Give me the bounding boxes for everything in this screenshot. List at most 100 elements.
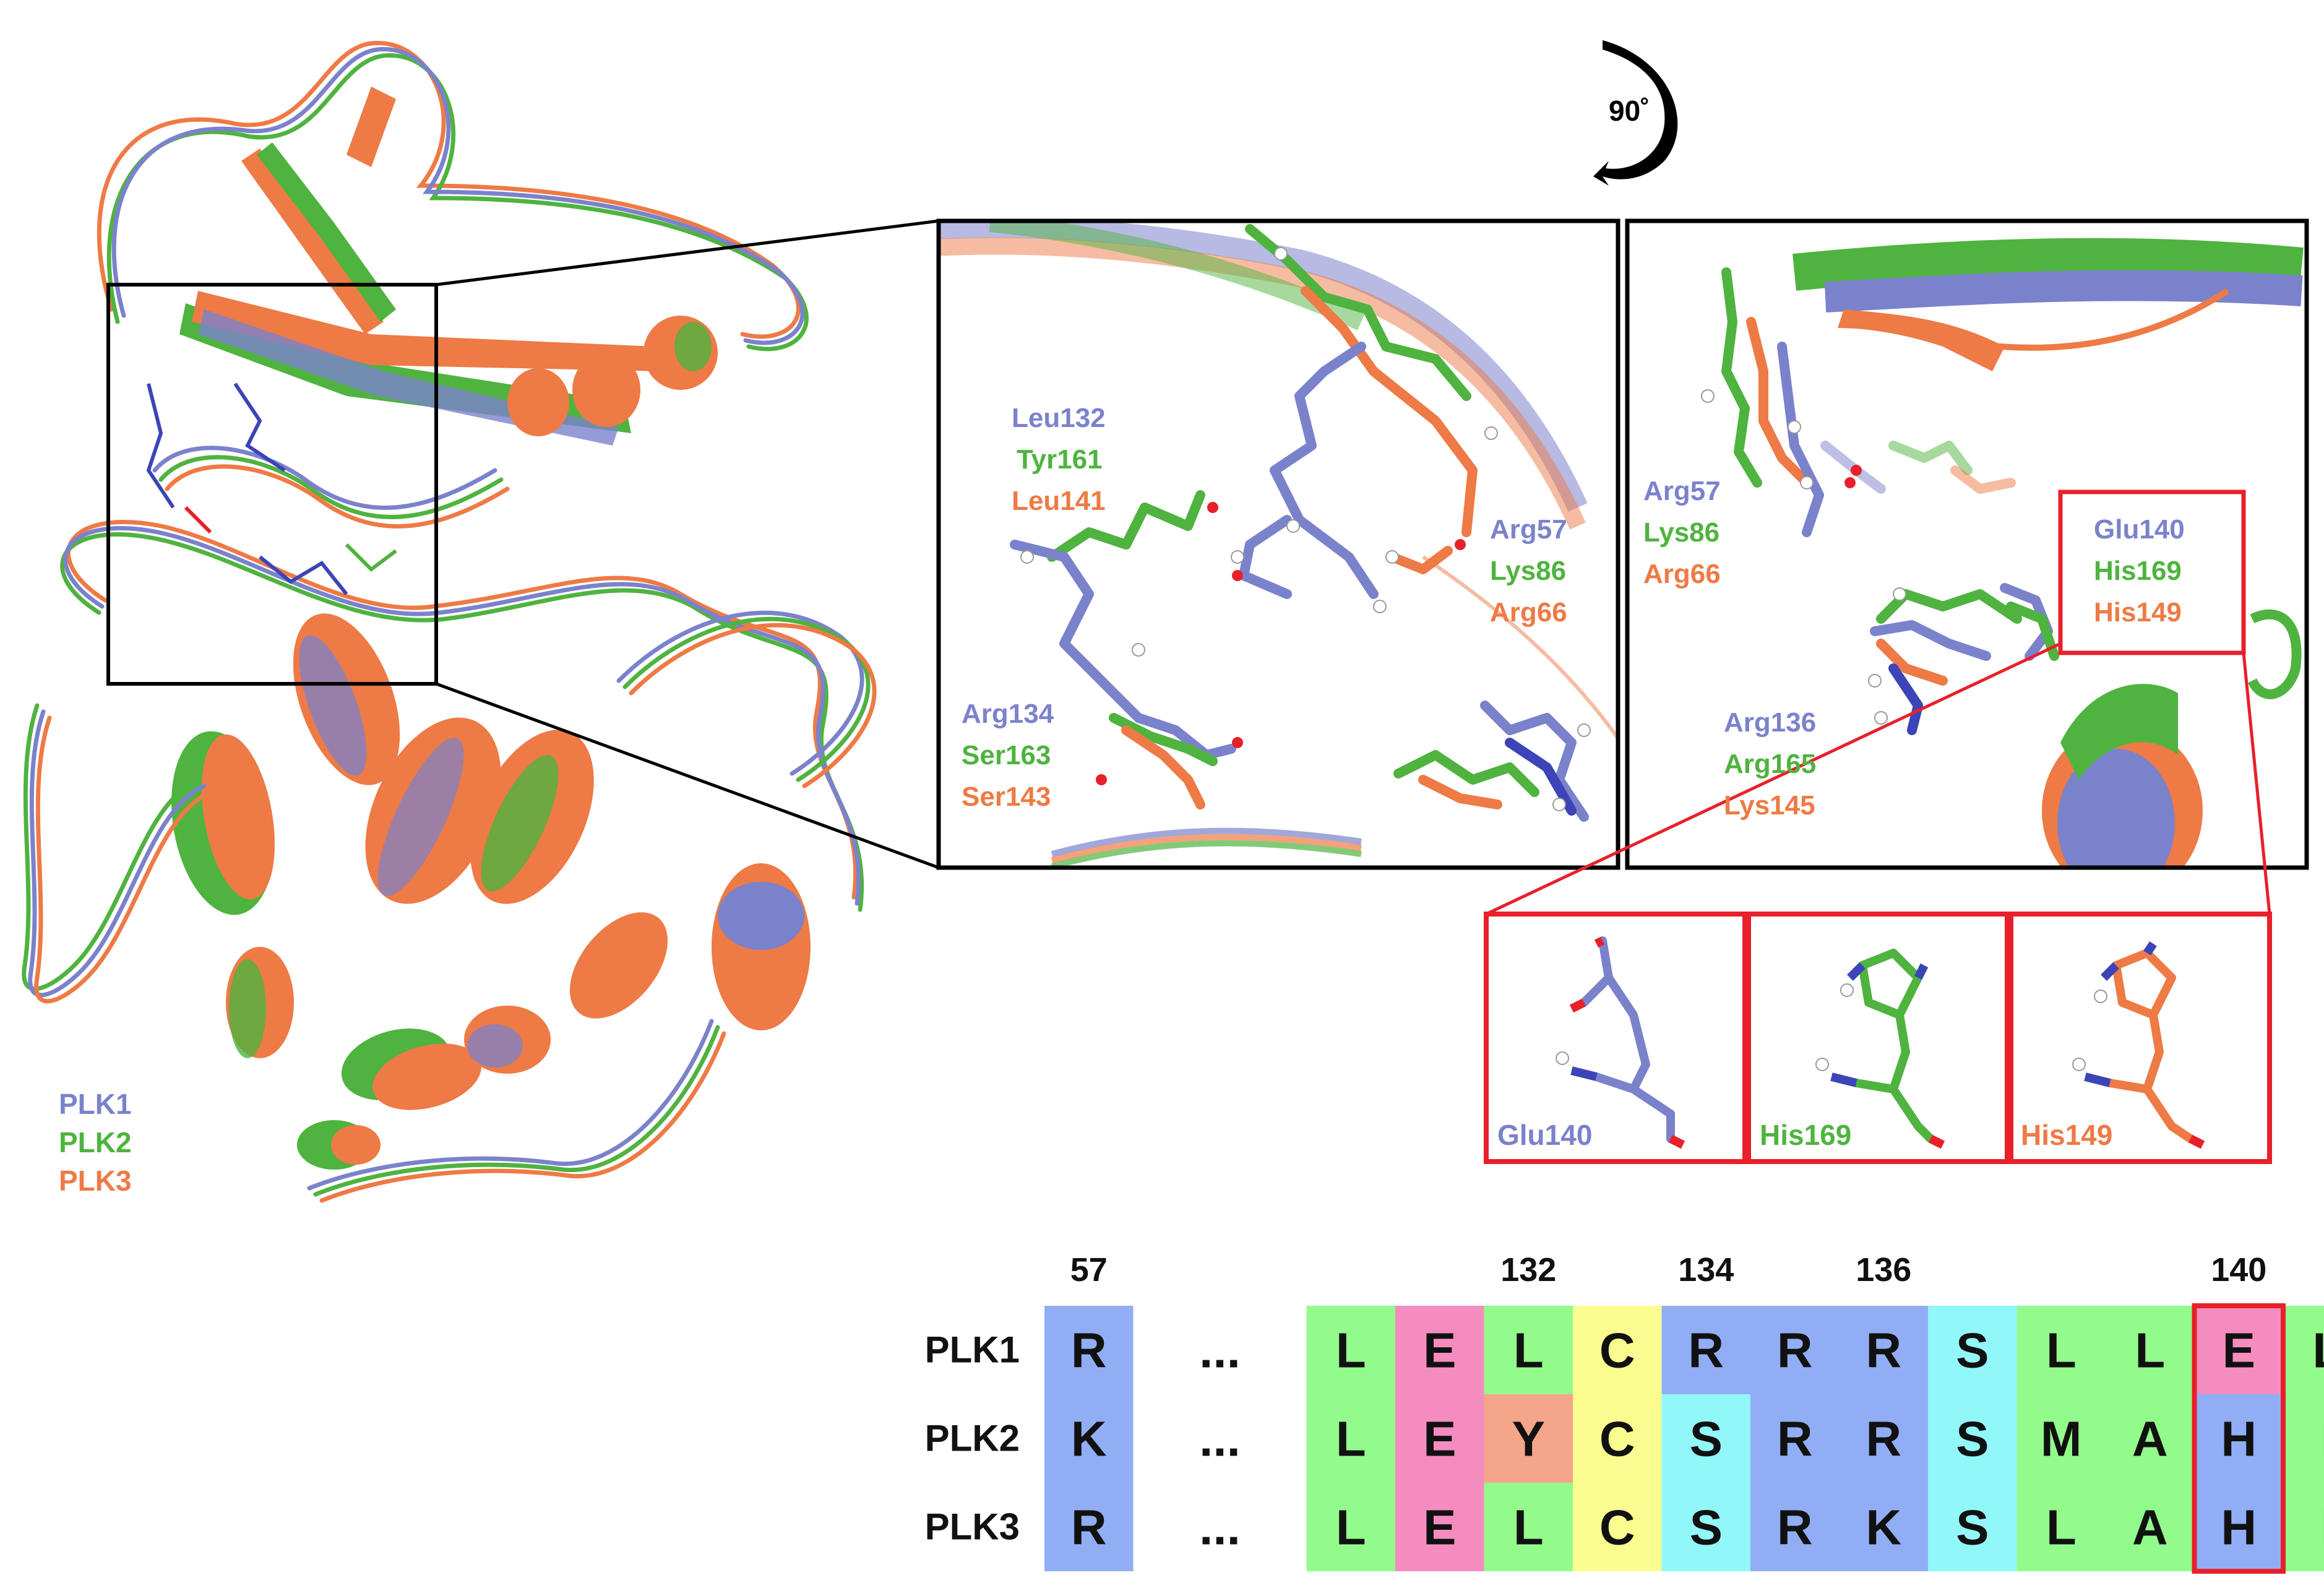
alignment-cell bbox=[1928, 1483, 2017, 1571]
alignment-cell bbox=[1928, 1306, 2017, 1394]
alignment-residue: L bbox=[1336, 1500, 1366, 1555]
alignment-cell bbox=[1573, 1483, 1662, 1571]
alignment-residue: A bbox=[2132, 1500, 2168, 1555]
alignment-row-label: PLK3 bbox=[925, 1506, 1020, 1548]
alignment-cell bbox=[1750, 1306, 1840, 1394]
alignment-cell bbox=[1750, 1394, 1840, 1483]
front-c-plk2: Ser163 bbox=[962, 740, 1051, 770]
zoom-label-3: His149 bbox=[2021, 1119, 2112, 1151]
alignment-residue: E bbox=[1423, 1412, 1456, 1467]
zoom-box-his169: His169 bbox=[1746, 912, 2010, 1164]
alignment-residue: K bbox=[1866, 1500, 1901, 1555]
alignment-residue: S bbox=[1956, 1412, 1989, 1467]
alignment-residue: Y bbox=[1512, 1412, 1545, 1467]
beta-sheet bbox=[179, 87, 718, 446]
alignment-cell bbox=[2016, 1394, 2106, 1483]
alignment-residue: L bbox=[2046, 1323, 2077, 1378]
alignment-residue: C bbox=[1599, 1412, 1635, 1467]
alignment-residue: S bbox=[1956, 1323, 1989, 1378]
alignment-cell bbox=[1573, 1306, 1662, 1394]
front-a-plk2: Tyr161 bbox=[1017, 444, 1103, 475]
zoom-box-glu: Glu140 bbox=[1484, 912, 1747, 1164]
labels-side: Arg57 Lys86 Arg66 Glu140 His169 His149 A… bbox=[1643, 476, 2185, 821]
alignment-cell bbox=[1484, 1483, 1573, 1571]
alignment-cell bbox=[1750, 1483, 1840, 1571]
labels-front: Leu132 Tyr161 Leu141 Arg57 Lys86 Arg66 A… bbox=[962, 403, 1567, 812]
alignment-cell bbox=[1839, 1394, 1928, 1483]
alignment-cell bbox=[1661, 1306, 1750, 1394]
legend-plk3: PLK3 bbox=[59, 1165, 132, 1197]
alignment-residue: E bbox=[1423, 1500, 1456, 1555]
alignment-residue: R bbox=[1071, 1323, 1107, 1378]
alignment-gap: ... bbox=[1199, 1412, 1241, 1467]
alignment-residue: M bbox=[2041, 1412, 2082, 1467]
helix-bundle bbox=[171, 613, 811, 1170]
alignment-cell bbox=[1306, 1306, 1395, 1394]
alignment-residue: K bbox=[1071, 1412, 1107, 1467]
alignment-residue: S bbox=[1956, 1500, 1989, 1555]
alignment-residue: I bbox=[2321, 1500, 2324, 1555]
structure-overlay bbox=[22, 41, 877, 1203]
front-a-plk1: Leu132 bbox=[1012, 403, 1106, 433]
side-b-plk3: His149 bbox=[2094, 597, 2182, 628]
alignment-cell bbox=[2283, 1306, 2324, 1394]
side-b-plk1: Glu140 bbox=[2094, 514, 2185, 545]
side-a-plk2: Lys86 bbox=[1643, 517, 1719, 548]
loops bbox=[22, 41, 877, 1203]
alignment-residue: R bbox=[1866, 1323, 1901, 1378]
rotation-arrow: 90˚ bbox=[1593, 40, 1678, 186]
alignment-cell bbox=[1044, 1483, 1134, 1571]
alignment-residue: L bbox=[2046, 1500, 2077, 1555]
alignment-cell bbox=[2016, 1306, 2106, 1394]
alignment-residue: R bbox=[1866, 1412, 1901, 1467]
alignment-position-number: 134 bbox=[1678, 1251, 1734, 1288]
alignment-residue: R bbox=[1777, 1412, 1813, 1467]
panel-side bbox=[1625, 218, 2309, 870]
alignment-cell bbox=[2283, 1483, 2324, 1571]
alignment-residue: I bbox=[2321, 1412, 2324, 1467]
active-site-sticks bbox=[146, 382, 397, 595]
alignment-cell bbox=[2106, 1306, 2195, 1394]
alignment-cell bbox=[1661, 1483, 1750, 1571]
alignment-cell bbox=[1484, 1394, 1573, 1483]
alignment-position-number: 132 bbox=[1500, 1251, 1556, 1288]
alignment-residue: H bbox=[2221, 1500, 2257, 1555]
rotation-label: 90˚ bbox=[1609, 95, 1650, 127]
alignment-residue: L bbox=[1513, 1323, 1544, 1378]
alignment-cell bbox=[1044, 1306, 1134, 1394]
alignment-cell bbox=[1306, 1394, 1395, 1483]
alignment-cell bbox=[2016, 1483, 2106, 1571]
front-c-plk3: Ser143 bbox=[962, 782, 1051, 812]
front-b-plk3: Arg66 bbox=[1490, 597, 1567, 628]
legend-plk2: PLK2 bbox=[59, 1126, 132, 1158]
alignment-residue: R bbox=[1071, 1500, 1107, 1555]
alignment-residue: E bbox=[2223, 1323, 2255, 1378]
alignment-residue: L bbox=[1513, 1500, 1544, 1555]
alignment-cell bbox=[1044, 1394, 1134, 1483]
alignment-cell bbox=[2194, 1306, 2283, 1394]
alignment-residue: H bbox=[2221, 1412, 2257, 1467]
side-c-plk2: Arg165 bbox=[1724, 749, 1816, 779]
alignment-residue: L bbox=[1336, 1323, 1366, 1378]
alignment-residue: S bbox=[1690, 1500, 1723, 1555]
alignment-cell bbox=[2194, 1483, 2283, 1571]
alignment-cell bbox=[1306, 1483, 1395, 1571]
alignment-cell bbox=[1395, 1483, 1484, 1571]
alignment-cell bbox=[2106, 1394, 2195, 1483]
alignment-residue: A bbox=[2132, 1412, 2168, 1467]
alignment-cell bbox=[1395, 1394, 1484, 1483]
alignment-residue: L bbox=[2135, 1323, 2165, 1378]
sequence-alignment: R...LELCRRRSLLELK...LEYCSRRSMAHIR...LELC… bbox=[925, 1251, 2324, 1574]
alignment-cell bbox=[1395, 1306, 1484, 1394]
legend: PLK1 PLK2 PLK3 bbox=[59, 1088, 132, 1197]
alignment-position-number: 136 bbox=[1856, 1251, 1911, 1288]
legend-plk1: PLK1 bbox=[59, 1088, 132, 1120]
alignment-gap: ... bbox=[1199, 1500, 1241, 1555]
alignment-cell bbox=[2283, 1394, 2324, 1483]
front-a-plk3: Leu141 bbox=[1012, 486, 1106, 516]
zoom-label-2: His169 bbox=[1760, 1119, 1851, 1151]
alignment-cell bbox=[1839, 1306, 1928, 1394]
alignment-gap: ... bbox=[1199, 1323, 1241, 1378]
alignment-cell bbox=[1661, 1394, 1750, 1483]
alignment-residue: E bbox=[1423, 1323, 1456, 1378]
